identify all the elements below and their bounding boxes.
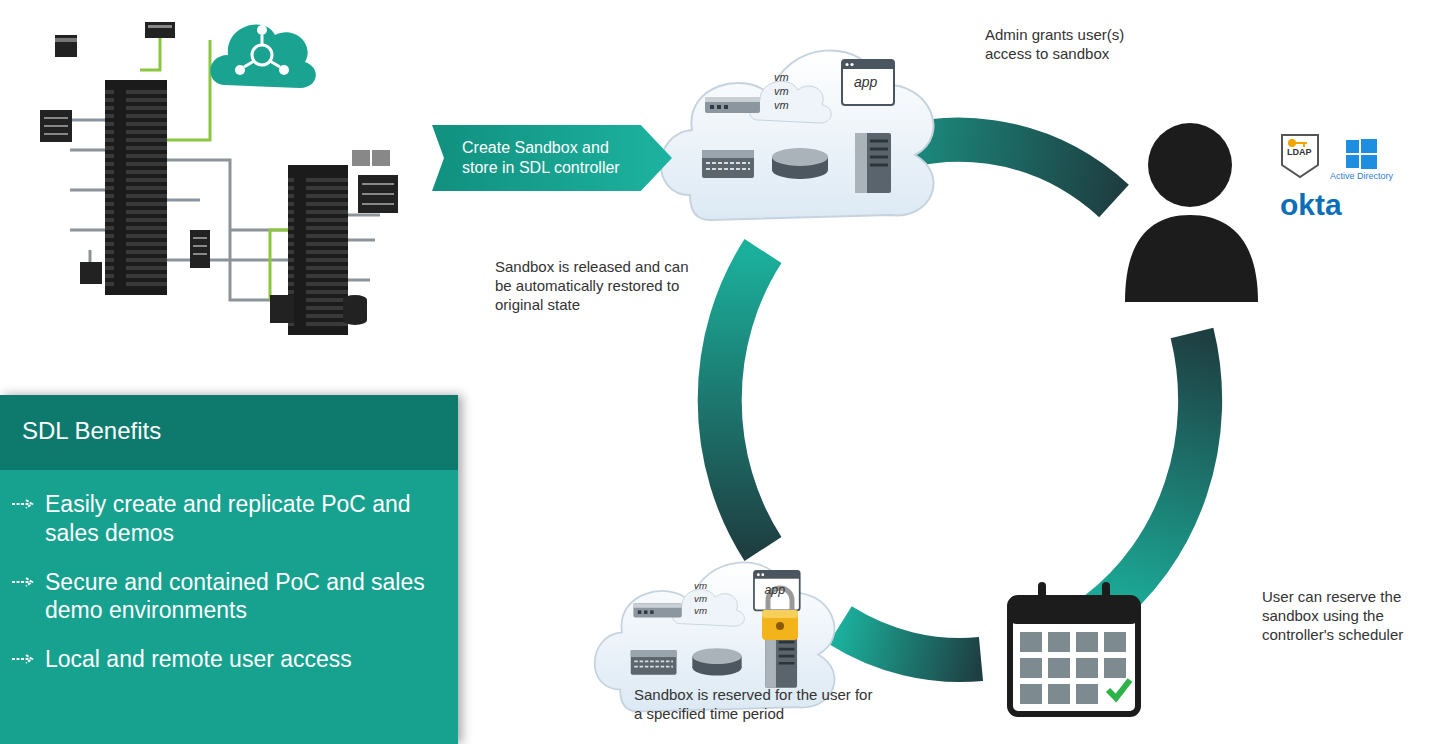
calendar-icon <box>1010 598 1138 624</box>
app-label: app <box>854 75 877 89</box>
hardware-racks <box>372 150 390 166</box>
network-cloud-icon <box>252 45 272 65</box>
user-silhouette <box>1148 123 1232 207</box>
calendar-icon <box>1010 582 1138 714</box>
cycle-arrows <box>1098 333 1200 613</box>
benefit-item: Easily create and replicate PoC and sale… <box>0 490 458 548</box>
calendar-icon <box>1048 684 1070 704</box>
bullet-arrow <box>12 498 38 510</box>
calendar-icon <box>1076 632 1098 652</box>
network-cloud-icon <box>279 65 289 75</box>
callout-note: User can reserve the sandbox using the c… <box>1262 588 1440 644</box>
padlock <box>762 610 798 640</box>
hardware-racks <box>190 230 210 268</box>
ldap-badge <box>1288 139 1296 147</box>
hardware-racks <box>148 25 172 28</box>
calendar-icon <box>1104 658 1126 678</box>
calendar-icon <box>1048 658 1070 678</box>
benefit-item: Local and remote user access <box>0 645 458 674</box>
ldap-label: LDAP <box>1287 148 1312 157</box>
hardware-racks <box>44 118 68 134</box>
sandbox-cloud <box>661 50 934 220</box>
calendar-icon <box>1108 680 1130 698</box>
windows-logo <box>1361 155 1377 169</box>
windows-logo <box>1361 139 1377 153</box>
hardware-racks <box>358 175 398 213</box>
vm-label: vm <box>774 72 789 83</box>
calendar-icon <box>1076 658 1098 678</box>
calendar-icon <box>1020 684 1042 704</box>
calendar-icon <box>1020 658 1042 678</box>
hardware-racks <box>55 38 77 42</box>
ldap-badge <box>1282 135 1318 177</box>
vm-label: vm <box>694 606 707 616</box>
windows-logo <box>1346 140 1359 153</box>
hardware-racks <box>105 90 167 290</box>
hardware-racks <box>40 22 398 335</box>
bullet-arrow <box>12 500 32 508</box>
network-cloud-icon <box>244 35 280 67</box>
hardware-racks <box>193 238 207 254</box>
sandbox-cloud <box>661 50 934 220</box>
cycle-arrows <box>840 625 981 660</box>
network-cloud-icon <box>257 25 267 35</box>
hardware-racks <box>352 150 370 166</box>
okta-logo: okta <box>1280 190 1342 220</box>
callout-note: Admin grants user(s) access to sandbox <box>985 26 1175 64</box>
user-silhouette <box>1125 123 1258 302</box>
directory-label: Active Directory <box>1330 172 1393 181</box>
cycle-arrows <box>720 251 763 549</box>
calendar-icon <box>1076 684 1098 704</box>
hardware-racks <box>288 175 348 330</box>
hardware-racks <box>40 110 72 142</box>
calendar-icon <box>1020 632 1042 652</box>
callout-note: Sandbox is released and can be automatic… <box>495 258 695 314</box>
panel-heading: SDL Benefits <box>0 395 458 470</box>
bullet-arrow <box>12 576 38 588</box>
network-cloud-icon <box>210 25 315 88</box>
calendar-icon <box>1102 582 1110 608</box>
network-cloud-icon <box>235 65 245 75</box>
calendar-icon <box>1038 582 1046 608</box>
node-text: Create Sandbox and store in SDL controll… <box>462 138 636 178</box>
calendar-icon <box>1104 632 1126 652</box>
benefit-item: Secure and contained PoC and sales demo … <box>0 568 458 626</box>
bullet-arrow <box>12 653 38 665</box>
benefits-panel: SDL BenefitsEasily create and replicate … <box>0 395 458 744</box>
hardware-racks <box>55 35 77 57</box>
padlock <box>762 610 798 618</box>
network-cloud-icon <box>210 25 315 88</box>
ldap-badge <box>1282 135 1318 177</box>
vm-label: vm <box>694 581 707 591</box>
hardware-racks <box>362 184 394 204</box>
hardware-racks <box>145 22 175 38</box>
ldap-badge <box>1295 143 1307 147</box>
hardware-racks <box>343 315 367 325</box>
hardware-racks <box>80 262 102 284</box>
padlock <box>776 622 784 630</box>
callout-note: Sandbox is reserved for the user for a s… <box>634 686 874 724</box>
vm-label: vm <box>694 594 707 604</box>
user-silhouette <box>1125 215 1258 302</box>
vm-label: vm <box>774 86 789 97</box>
hardware-racks <box>270 295 294 323</box>
hardware-racks <box>105 80 167 295</box>
process-arrow: Create Sandbox and store in SDL controll… <box>432 125 672 191</box>
hardware-racks <box>288 165 348 335</box>
calendar-icon <box>1010 598 1138 714</box>
windows-logo <box>1346 155 1359 168</box>
calendar-icon <box>1048 632 1070 652</box>
app-label: app <box>765 584 786 596</box>
vm-label: vm <box>774 100 789 111</box>
bullet-arrow <box>12 578 32 586</box>
windows-logo <box>1346 139 1377 169</box>
bullet-arrow <box>12 655 32 663</box>
